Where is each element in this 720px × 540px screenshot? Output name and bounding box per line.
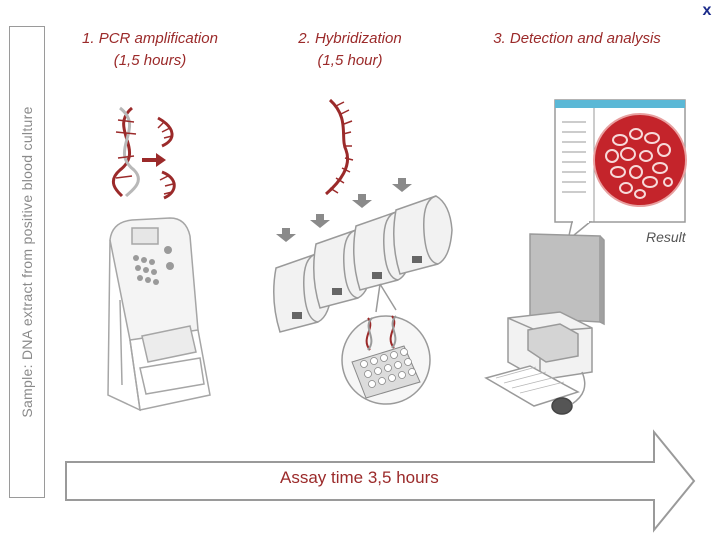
pcr-machine-icon: [107, 217, 211, 412]
step-1-title: 1. PCR amplification: [82, 30, 218, 47]
dna-helix-icon: [111, 106, 176, 200]
microscope-result-icon: [593, 113, 687, 207]
assay-time-label: Assay time 3,5 hours: [280, 468, 439, 487]
probe-strand-icon: [325, 98, 354, 196]
step-1-subtitle: (1,5 hours): [113, 52, 187, 69]
close-button[interactable]: x: [702, 2, 712, 19]
assay-time-arrow: [65, 429, 696, 533]
step-3-title: 3. Detection and analysis: [493, 30, 661, 47]
step-2-heading: 2. Hybridization (1,5 hour): [290, 28, 410, 72]
result-label: Result: [646, 229, 686, 245]
computer-icon: [484, 233, 605, 415]
step-3-heading: 3. Detection and analysis: [492, 28, 662, 50]
sample-box: [9, 26, 45, 498]
hybridization-chips-icon: [273, 178, 453, 405]
step-2-subtitle: (1,5 hour): [317, 52, 383, 69]
step-2-title: 2. Hybridization: [298, 30, 402, 47]
step-1-heading: 1. PCR amplification (1,5 hours): [80, 28, 220, 72]
